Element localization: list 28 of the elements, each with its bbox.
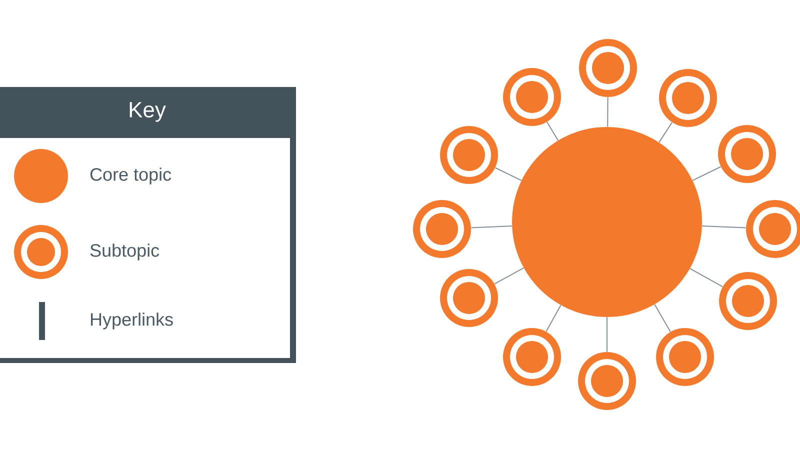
subtopic-circle bbox=[503, 68, 561, 126]
legend-label: Core topic bbox=[90, 168, 172, 184]
hyperlink-line bbox=[494, 267, 524, 284]
subtopic-circle bbox=[578, 352, 636, 410]
subtopic-circle bbox=[440, 126, 498, 184]
subtopic-circle bbox=[440, 269, 498, 327]
hyperlink-line bbox=[606, 316, 608, 352]
hyperlink-line bbox=[654, 304, 671, 332]
hyperlink-line bbox=[692, 166, 722, 181]
legend-label: Subtopic bbox=[90, 244, 160, 260]
hyperlink-line bbox=[546, 122, 559, 141]
hyperlink-line bbox=[658, 122, 673, 143]
legend-title: Key bbox=[130, 102, 166, 122]
subtopic-circle bbox=[656, 328, 714, 386]
subtopic-circle bbox=[719, 272, 777, 330]
hyperlink-line bbox=[702, 225, 746, 228]
subtopic-circle bbox=[718, 125, 776, 183]
hyperlink-line bbox=[690, 268, 724, 288]
subtopic-circle bbox=[659, 69, 717, 127]
subtopic-circle bbox=[579, 39, 637, 97]
legend-label: Hyperlinks bbox=[91, 312, 173, 330]
hyperlink-line bbox=[546, 304, 562, 332]
hyperlink-line bbox=[607, 96, 608, 128]
hyperlink-line bbox=[470, 226, 512, 228]
subtopic-circle bbox=[413, 200, 471, 258]
core-circle bbox=[512, 127, 702, 317]
hyperlink-line bbox=[494, 167, 522, 181]
subtopic-circle bbox=[503, 328, 561, 386]
